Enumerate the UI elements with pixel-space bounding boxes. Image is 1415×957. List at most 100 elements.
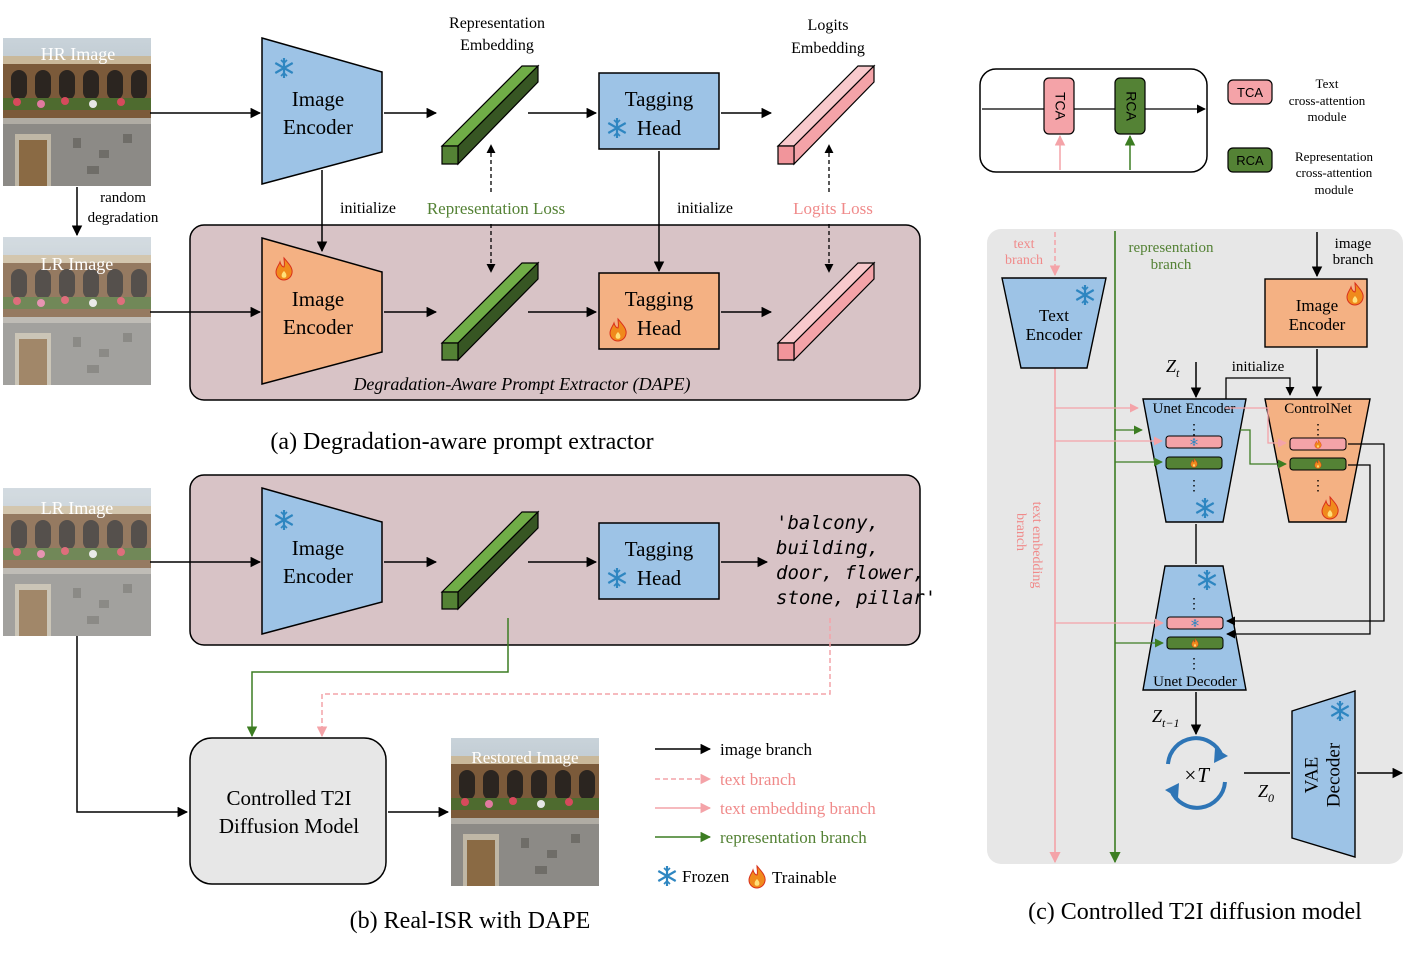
dape-title: Degradation-Aware Prompt Extractor (DAPE… [352, 374, 690, 395]
image-branch-label-2: branch [1333, 252, 1374, 268]
times-t-label: ×T [1183, 763, 1210, 787]
text-branch-label-2: branch [1005, 253, 1043, 268]
legend-text-embedding-branch: text embedding branch [720, 799, 876, 818]
flame-icon [748, 865, 766, 889]
rep-to-controlnet-rca [1240, 429, 1287, 469]
unet-decoder-dots-2: ⋮ [1187, 657, 1201, 672]
representation-embedding-label: Representation [449, 15, 545, 32]
z0-subscript: 0 [1268, 791, 1274, 805]
zt1-main: Z [1152, 706, 1163, 726]
tags-line-3: door, flower, [776, 562, 925, 584]
legend: image branch text branch text embedding … [655, 740, 876, 889]
initialize-c-label: initialize [1232, 359, 1285, 375]
tagging-head-trainable-label-2: Head [637, 316, 682, 340]
image-encoder-frozen [261, 37, 383, 185]
z0-label: Z0 [1258, 781, 1274, 805]
logits-embedding-label-2: Embedding [791, 40, 865, 57]
vae-label-2: Decoder [1323, 742, 1344, 807]
panel-c-background [987, 229, 1403, 864]
loop-icon [1165, 736, 1228, 810]
controlnet-to-decoder-2 [1226, 464, 1371, 639]
panel-a: HR Image random degradation LR Image Ima… [3, 15, 921, 455]
tagging-head-label-2: Head [637, 116, 682, 140]
module-legend: TCA RCA TCA Text cross-attention module … [979, 68, 1373, 197]
tagging-head-b-label: Tagging [625, 537, 694, 561]
rca-legend-label: RCA [1236, 153, 1264, 168]
tca-legend-swatch [1227, 79, 1273, 105]
representation-embedding-label-2: Embedding [460, 37, 534, 54]
representation-branch-label-2: branch [1151, 257, 1192, 273]
representation-embedding-bar-2 [440, 261, 540, 362]
controlnet-to-decoder-1 [1226, 443, 1385, 626]
text-branch-line-b [316, 618, 831, 738]
logits-embedding-bar-2 [776, 261, 876, 362]
text-branch-label: text [1014, 237, 1035, 252]
text-embedding-branch-label: text embedding [1029, 502, 1044, 589]
image-encoder-c-label: Image [1296, 296, 1338, 315]
panel-b-caption: (b) Real-ISR with DAPE [350, 908, 591, 934]
snowflake-icon [657, 864, 677, 888]
tca-desc-2: cross-attention [1289, 93, 1366, 108]
legend-text-branch: text branch [720, 770, 796, 789]
controlnet-dots-2: ⋮ [1311, 479, 1325, 494]
tags-line-4: stone, pillar' [776, 587, 936, 609]
text-emb-to-controlnet-tca [1225, 407, 1287, 448]
tagging-head-trainable-label: Tagging [625, 287, 694, 311]
rca-block-label: RCA [1123, 91, 1139, 121]
rca-legend-swatch [1227, 147, 1273, 173]
module-box [979, 68, 1208, 173]
panel-c-caption: (c) Controlled T2I diffusion model [1028, 899, 1362, 925]
panel-b: LR Image Image Encoder Tagging Head 'bal… [3, 474, 936, 934]
rca-desc-1: Representation [1295, 149, 1373, 164]
hr-image-label: HR Image [41, 44, 115, 64]
logits-embedding-bar [776, 64, 876, 166]
representation-loss-label: Representation Loss [427, 199, 565, 218]
rca-block [1114, 77, 1146, 135]
restored-image-label: Restored Image [471, 748, 578, 767]
image-encoder-b-label-2: Encoder [283, 564, 353, 588]
tca-block [1043, 77, 1075, 135]
rca-desc-3: module [1315, 182, 1354, 197]
image-encoder-trainable-label: Image [292, 287, 344, 311]
representation-branch-line-b [246, 618, 509, 738]
text-encoder-label-2: Encoder [1026, 325, 1083, 344]
image-encoder-label-2: Encoder [283, 115, 353, 139]
representation-embedding-bar-b [440, 510, 540, 611]
initialize-arrow [1225, 377, 1295, 400]
tags-line-1: 'balcony, [776, 512, 879, 534]
image-branch-label: image [1335, 236, 1372, 252]
zt-main: Z [1166, 356, 1177, 376]
zt-subscript: t [1176, 366, 1180, 380]
logits-loss-label: Logits Loss [793, 199, 873, 218]
diffusion-model-label-2: Diffusion Model [219, 814, 359, 838]
tagging-head-b [598, 522, 720, 600]
image-branch-line-b [76, 636, 189, 818]
representation-embedding-bar [440, 64, 540, 166]
diffusion-model-label: Controlled T2I [226, 786, 351, 810]
unet-encoder-dots-2: ⋮ [1187, 479, 1201, 494]
logits-embedding-label: Logits [808, 17, 849, 34]
tca-desc-1: Text [1316, 76, 1339, 91]
unet-decoder-label: Unet Decoder [1153, 674, 1237, 690]
representation-branch-label: representation [1129, 240, 1214, 256]
random-degradation-label: random [100, 190, 146, 206]
image-encoder-b-label: Image [292, 536, 344, 560]
lr-image-b-label: LR Image [41, 498, 113, 518]
text-embedding-branch-label-2: branch [1013, 513, 1028, 551]
vae-decoder [1291, 690, 1356, 858]
tca-desc-3: module [1308, 109, 1347, 124]
image-encoder-label: Image [292, 87, 344, 111]
legend-image-branch: image branch [720, 740, 813, 759]
zt1-label: Zt−1 [1152, 706, 1179, 730]
panel-a-caption: (a) Degradation-aware prompt extractor [270, 429, 653, 455]
tags-line-2: building, [776, 537, 879, 559]
vae-label: VAE [1301, 757, 1322, 794]
zt1-subscript: t−1 [1162, 716, 1179, 730]
z0-main: Z [1258, 781, 1269, 801]
legend-trainable: Trainable [772, 868, 837, 887]
random-degradation-label-2: degradation [88, 210, 159, 226]
image-encoder-trainable-label-2: Encoder [283, 315, 353, 339]
tagging-head-frozen [598, 72, 720, 150]
rca-desc-2: cross-attention [1296, 165, 1373, 180]
tagging-head-label: Tagging [625, 87, 694, 111]
